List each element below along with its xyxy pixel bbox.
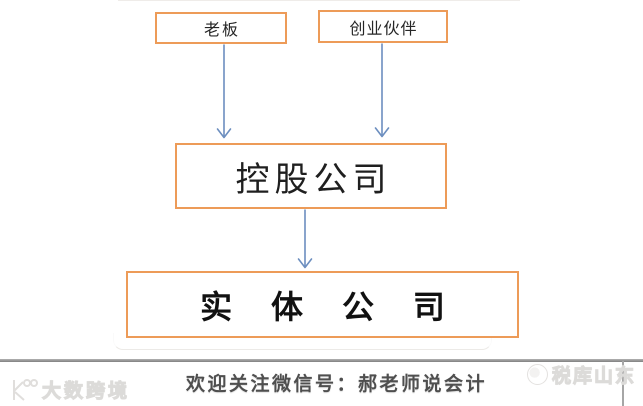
left-watermark-logo-icon bbox=[8, 377, 38, 403]
right-watermark-logo-icon bbox=[527, 364, 548, 385]
left-watermark: 大数跨境 bbox=[8, 376, 130, 403]
faint-card-top-edge bbox=[118, 0, 520, 1]
node-boss-label: 老板 bbox=[203, 22, 240, 39]
footer-divider-line bbox=[0, 359, 643, 362]
node-partner-label: 创业伙伴 bbox=[349, 20, 418, 38]
arrowhead-holding-to-entity bbox=[297, 258, 313, 269]
arrowhead-partner-to-holding bbox=[374, 127, 390, 138]
node-partner: 创业伙伴 bbox=[318, 10, 448, 43]
node-holding-label: 控股公司 bbox=[235, 161, 392, 199]
right-edge-line bbox=[622, 361, 624, 406]
faint-card-bottom-edge bbox=[113, 333, 492, 350]
node-entity-label: 实 体 公 司 bbox=[200, 288, 460, 325]
right-watermark-text: 税库山东 bbox=[551, 366, 637, 388]
arrowhead-boss-to-holding bbox=[216, 128, 232, 139]
node-boss: 老板 bbox=[155, 12, 287, 44]
node-holding: 控股公司 bbox=[175, 143, 447, 209]
right-watermark: 税库山东 bbox=[527, 361, 636, 388]
footer-wechat-message: 欢迎关注微信号：郝老师说会计 bbox=[185, 374, 487, 395]
left-watermark-text: 大数跨境 bbox=[41, 381, 131, 403]
node-entity: 实 体 公 司 bbox=[126, 271, 519, 338]
